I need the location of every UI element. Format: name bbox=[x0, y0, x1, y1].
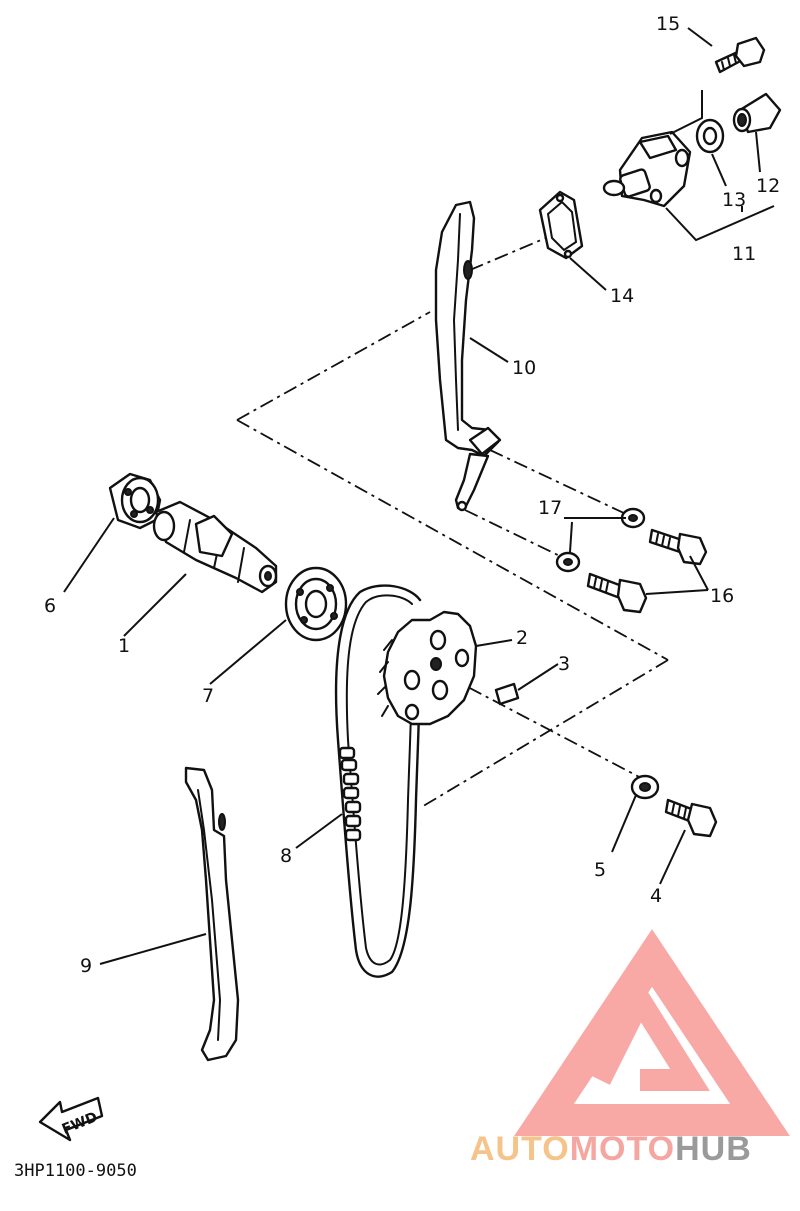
cam-sprocket-2 bbox=[377, 610, 478, 726]
washer-13 bbox=[695, 118, 725, 154]
callout-6: 6 bbox=[44, 595, 56, 617]
callout-12: 12 bbox=[756, 175, 780, 197]
callout-14: 14 bbox=[610, 285, 634, 307]
callout-11: 11 bbox=[732, 243, 756, 265]
callout-2: 2 bbox=[516, 627, 528, 649]
callout-5: 5 bbox=[594, 859, 606, 881]
drawing-code: 3HP1100-9050 bbox=[14, 1161, 137, 1181]
watermark-hub: HUB bbox=[675, 1130, 752, 1168]
fwd-arrow: FWD bbox=[38, 1096, 104, 1142]
watermark-auto: AUTO bbox=[470, 1130, 570, 1168]
cap-bolt-12 bbox=[732, 92, 782, 134]
dowel-pin-3 bbox=[494, 682, 520, 706]
bolt-16-upper bbox=[648, 528, 708, 566]
automotohub-logo bbox=[514, 929, 790, 1136]
tensioner-guide-10 bbox=[434, 200, 502, 512]
watermark-text: AUTOMOTOHUB bbox=[470, 1130, 752, 1168]
chain-link-cluster bbox=[338, 746, 362, 842]
tensioner-assembly-11 bbox=[602, 130, 692, 208]
watermark-moto: MOTO bbox=[570, 1130, 675, 1168]
callout-16: 16 bbox=[710, 585, 734, 607]
callout-17: 17 bbox=[538, 497, 562, 519]
gasket-14 bbox=[538, 190, 584, 260]
logo-inner-mark bbox=[590, 977, 710, 1091]
bolt-4 bbox=[664, 798, 718, 838]
chain-guide-9 bbox=[184, 766, 240, 1062]
bolt-15 bbox=[714, 36, 766, 74]
callout-8: 8 bbox=[280, 845, 292, 867]
assembly-dashed-frame bbox=[236, 311, 669, 809]
bearing-6 bbox=[108, 472, 162, 530]
callout-1: 1 bbox=[118, 635, 130, 657]
leader-lines bbox=[63, 27, 775, 965]
bolt-16-lower bbox=[586, 572, 648, 614]
callout-7: 7 bbox=[202, 685, 214, 707]
washer-5 bbox=[630, 774, 660, 800]
callout-10: 10 bbox=[512, 357, 536, 379]
callout-3: 3 bbox=[558, 653, 570, 675]
guide-bolt-lower-line bbox=[464, 509, 569, 561]
camshaft-1 bbox=[152, 500, 278, 594]
guide-bolt-upper-line bbox=[489, 449, 629, 516]
bearing-7 bbox=[284, 566, 348, 642]
sprocket-bolt-line bbox=[444, 674, 646, 781]
logo-triangle bbox=[514, 929, 790, 1136]
callout-15: 15 bbox=[656, 13, 680, 35]
assembly-outline bbox=[236, 231, 669, 809]
washer-17-lower bbox=[555, 551, 581, 573]
callout-numbers: 1 2 3 4 5 6 7 8 9 10 11 12 13 14 15 16 1… bbox=[44, 13, 780, 977]
callout-4: 4 bbox=[650, 885, 662, 907]
callout-9: 9 bbox=[80, 955, 92, 977]
callout-13: 13 bbox=[722, 189, 746, 211]
